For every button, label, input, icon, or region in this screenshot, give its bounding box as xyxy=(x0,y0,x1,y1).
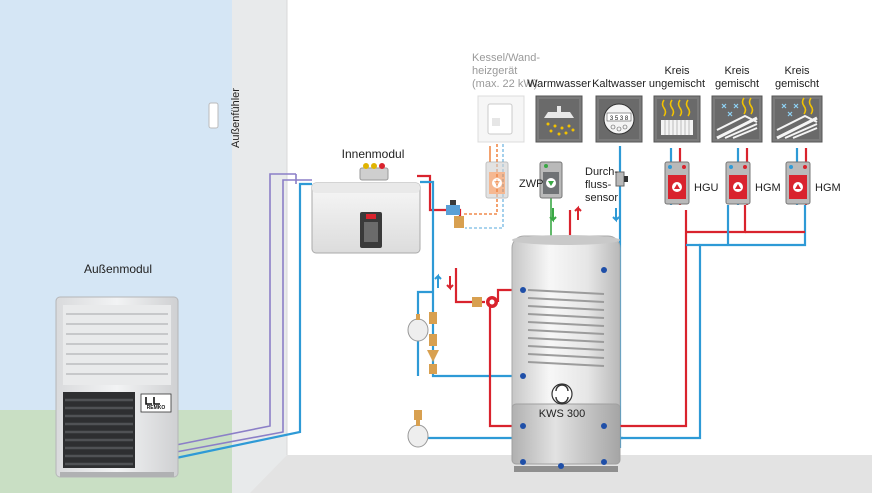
floor xyxy=(250,455,872,493)
water-meter-digits: 3 5 3 8 xyxy=(610,116,629,122)
zwp-pump-module xyxy=(539,161,563,199)
circuit2-label-1: Kreis xyxy=(724,65,750,77)
circuit1-label-1: Kreis xyxy=(664,65,690,77)
circuit2-label-2: gemischt xyxy=(715,78,759,90)
hgm-label-1: HGM xyxy=(755,182,781,194)
boiler-icon xyxy=(477,95,525,143)
radiator-icon xyxy=(653,95,701,143)
outdoor-unit-label: Außenmodul xyxy=(84,262,152,276)
boiler-pump-module xyxy=(485,161,509,199)
hgm-pump-module-1 xyxy=(725,161,751,205)
flow-sensor-label-1: Durch- xyxy=(585,166,618,178)
outer-wall xyxy=(232,0,287,493)
boiler-label-1: Kessel/Wand- xyxy=(472,52,540,64)
brand-logo xyxy=(140,393,172,413)
outdoor-sensor: Außenfühler xyxy=(208,88,242,148)
cold-water-label: Kaltwasser xyxy=(592,78,646,90)
valve-icon xyxy=(446,200,464,228)
zwp-label: ZWP xyxy=(519,178,543,190)
circuit3-label-2: gemischt xyxy=(775,78,819,90)
tank-label: KWS 300 xyxy=(539,408,585,420)
hgu-pump-module xyxy=(664,161,690,205)
expansion-vessel-icon-2 xyxy=(407,420,429,448)
brand-logo-text: REMKO xyxy=(147,405,166,411)
indoor-unit-label: Innenmodul xyxy=(342,147,405,161)
expansion-vessel-icon xyxy=(407,314,429,342)
boiler-label-2: heizgerät xyxy=(472,65,517,77)
circuit1-label-2: ungemischt xyxy=(649,78,705,90)
hgm-label-2: HGM xyxy=(815,182,841,194)
flow-sensor-label-2: fluss- xyxy=(585,179,612,191)
hgm-pump-module-2 xyxy=(785,161,811,205)
floor-heating-icon-2 xyxy=(771,95,823,143)
hgu-label: HGU xyxy=(694,182,719,194)
water-meter-icon: 3 5 3 8 xyxy=(595,95,643,143)
flow-sensor xyxy=(615,171,628,187)
indoor-unit xyxy=(311,163,421,254)
outdoor-sensor-label: Außenfühler xyxy=(230,88,242,148)
pipe-fittings xyxy=(414,312,439,420)
shower-icon xyxy=(535,95,583,143)
boiler-label-3: (max. 22 kW) xyxy=(472,78,537,90)
hot-water-label: Warmwasser xyxy=(527,78,591,90)
outdoor-unit: REMKO xyxy=(55,296,179,478)
floor-heating-icon xyxy=(711,95,763,143)
storage-tank xyxy=(511,235,621,472)
flow-arrows xyxy=(434,205,620,291)
circuit3-label-1: Kreis xyxy=(784,65,810,77)
flow-sensor-label-3: sensor xyxy=(585,192,618,204)
